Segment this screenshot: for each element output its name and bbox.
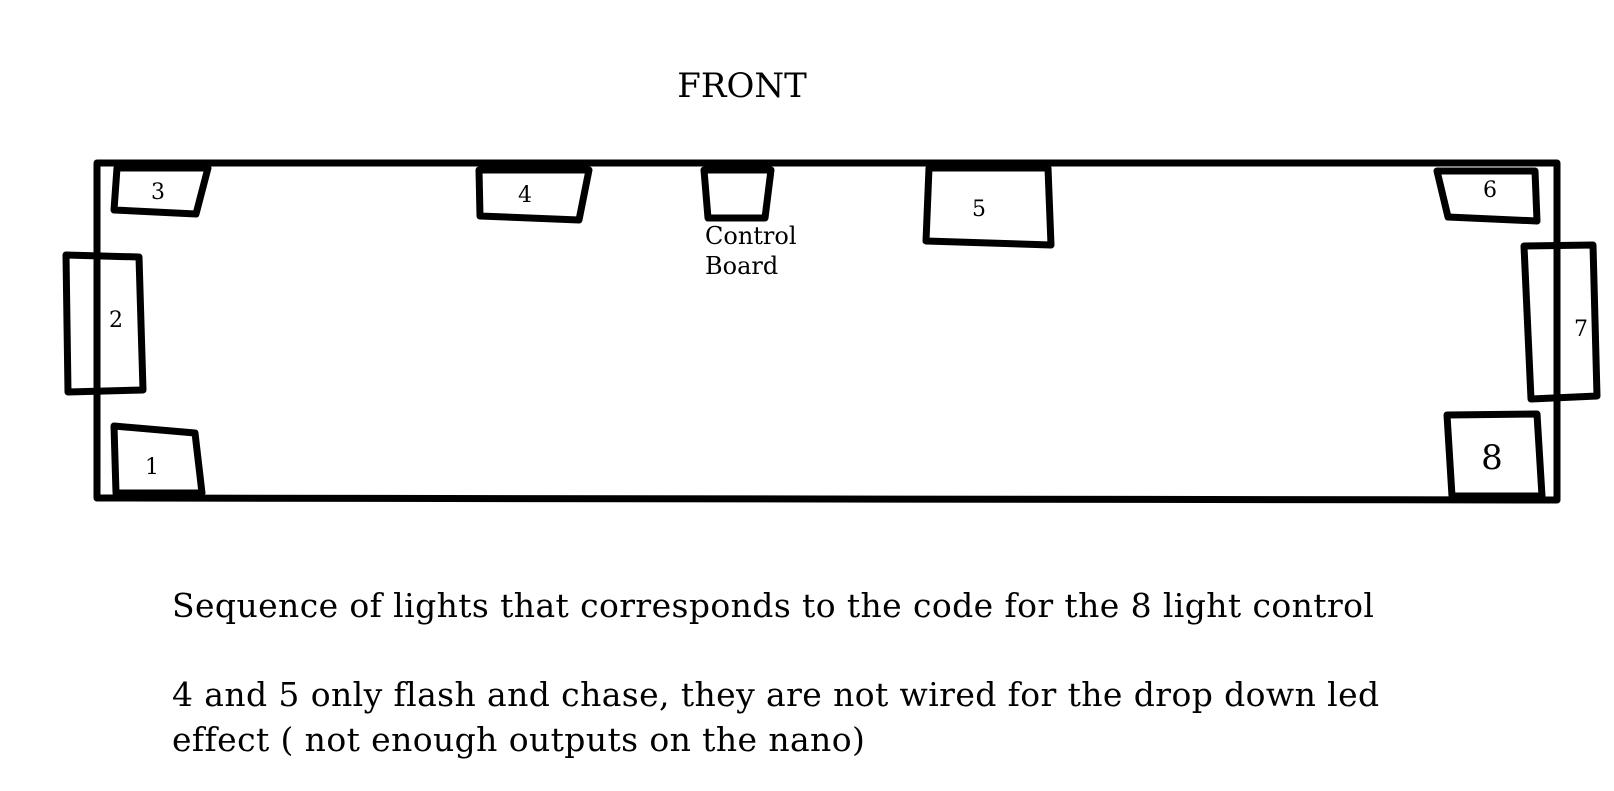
control-board-box <box>700 166 775 222</box>
light-7-box <box>1520 241 1601 403</box>
control-board-label-line2: Board <box>705 252 778 280</box>
light-3-box <box>110 164 212 218</box>
light-4-box <box>475 166 593 224</box>
wiring-note-line2: effect ( not enough outputs on the nano) <box>172 720 866 759</box>
light-2-box <box>62 251 147 396</box>
light-7-label: 7 <box>1574 317 1588 342</box>
enclosure-outline <box>93 159 1561 504</box>
light-6-label: 6 <box>1483 178 1497 203</box>
light-5-box <box>922 164 1055 249</box>
light-8-label: 8 <box>1481 438 1503 478</box>
light-1-box <box>110 422 206 497</box>
control-board-label-line1: Control <box>705 222 797 250</box>
light-6-box <box>1433 167 1541 225</box>
sequence-note: Sequence of lights that corresponds to t… <box>172 586 1375 625</box>
light-4-label: 4 <box>518 183 532 208</box>
light-3-label: 3 <box>151 180 165 205</box>
wiring-note-line1: 4 and 5 only flash and chase, they are n… <box>172 675 1380 714</box>
light-2-label: 2 <box>109 308 123 333</box>
light-8-box <box>1443 410 1546 500</box>
light-5-label: 5 <box>972 197 986 222</box>
light-1-label: 1 <box>145 455 159 480</box>
front-label: FRONT <box>677 66 807 106</box>
